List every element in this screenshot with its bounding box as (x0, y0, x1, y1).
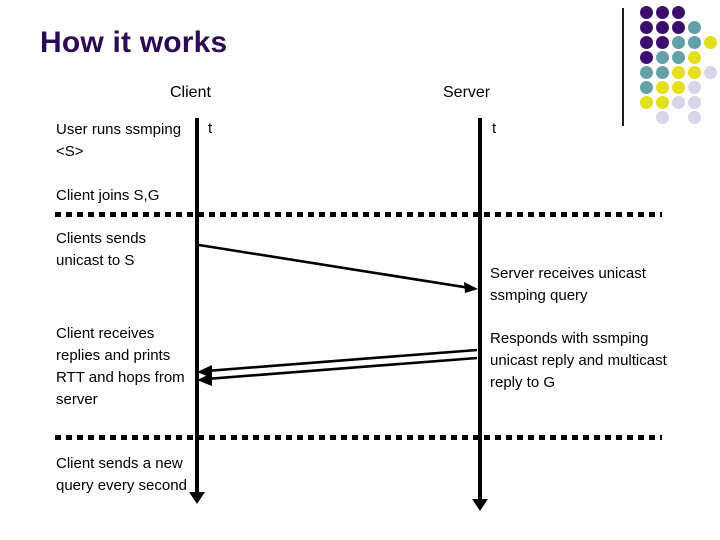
column-heading-client: Client (170, 84, 211, 101)
arrow-unicast-reply (197, 348, 478, 378)
decoration-dot (688, 51, 701, 64)
decoration-divider-line (622, 8, 624, 126)
decoration-dot (640, 96, 653, 109)
note-server-receives-query: Server receives unicast ssmping query (490, 265, 646, 304)
page-title: How it works (40, 26, 228, 59)
decorative-dot-grid (640, 6, 720, 126)
decoration-dot (656, 96, 669, 109)
note-server-responds: Responds with ssmping unicast reply and … (490, 330, 667, 391)
decoration-dot (640, 51, 653, 64)
decoration-dot (688, 66, 701, 79)
decoration-dot (656, 21, 669, 34)
dashed-separator-bottom (55, 435, 662, 440)
decoration-dot (640, 21, 653, 34)
client-time-axis-label: t (208, 120, 213, 137)
decoration-dot (688, 96, 701, 109)
decoration-dot (640, 66, 653, 79)
decoration-dot (704, 66, 717, 79)
decoration-dot (640, 36, 653, 49)
decoration-dot (656, 36, 669, 49)
decoration-dot (672, 81, 685, 94)
decoration-dot (640, 81, 653, 94)
note-clients-sends-unicast: Clients sends unicast to S (56, 230, 147, 269)
server-lifeline-arrowhead (472, 499, 488, 511)
decoration-dot (656, 81, 669, 94)
decoration-dot (688, 36, 701, 49)
note-client-sends-new-query: Client sends a new query every second (56, 455, 187, 494)
arrow-multicast-reply (197, 356, 478, 386)
client-lifeline (195, 118, 199, 498)
decoration-dot (672, 6, 685, 19)
note-client-receives-replies: Client receives replies and prints RTT a… (56, 325, 185, 408)
note-client-joins: Client joins S,G (56, 187, 160, 204)
decoration-dot (688, 111, 701, 124)
decoration-dot (688, 81, 701, 94)
decoration-dot (672, 96, 685, 109)
decoration-dot (656, 51, 669, 64)
decoration-dot (672, 51, 685, 64)
decoration-dot (640, 6, 653, 19)
dashed-separator-top (55, 212, 662, 217)
decoration-dot (672, 66, 685, 79)
server-time-axis-label: t (492, 120, 497, 137)
decoration-dot (672, 21, 685, 34)
decoration-dot (656, 6, 669, 19)
note-user-runs: User runs ssmping <S> (56, 121, 182, 160)
decoration-dot (656, 111, 669, 124)
decoration-dot (656, 66, 669, 79)
decoration-dot (688, 21, 701, 34)
client-lifeline-arrowhead (189, 492, 205, 504)
arrow-unicast-query (198, 243, 478, 293)
server-lifeline (478, 118, 482, 505)
decoration-dot (704, 36, 717, 49)
column-heading-server: Server (443, 84, 491, 101)
decoration-dot (672, 36, 685, 49)
